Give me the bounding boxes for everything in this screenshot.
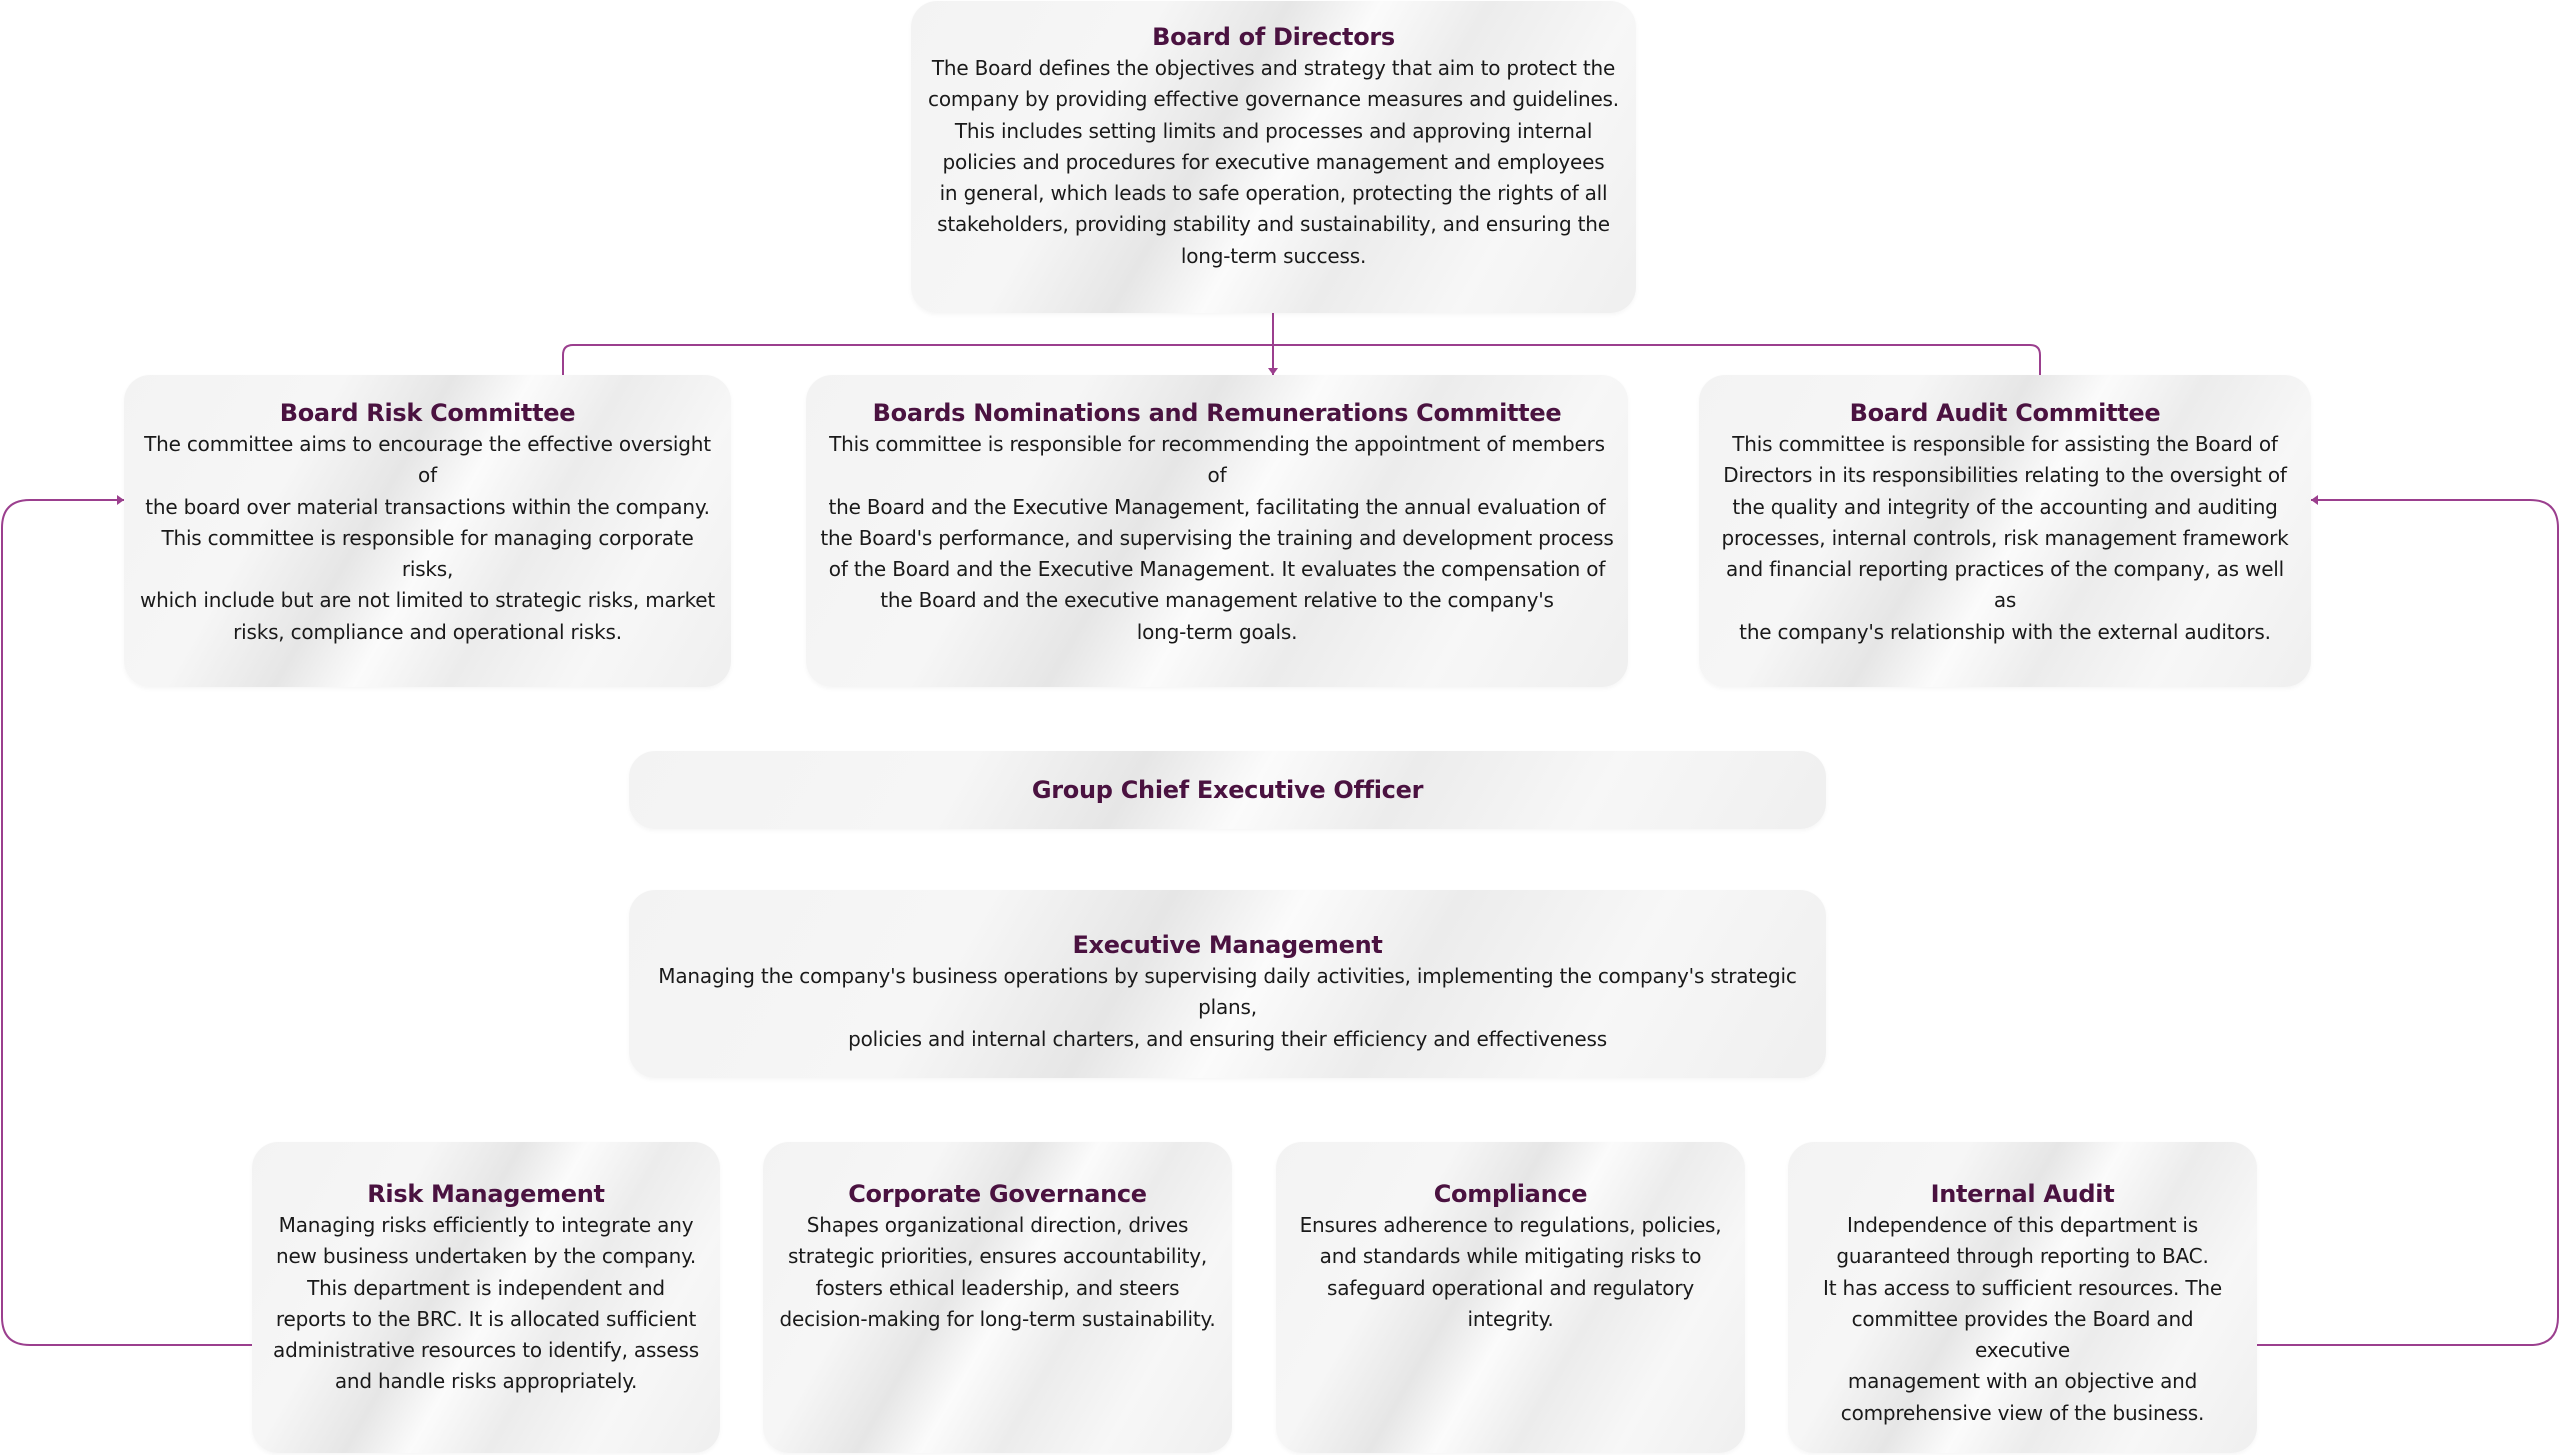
risk-management-title: Risk Management: [367, 1180, 605, 1208]
board-of-directors-title: Board of Directors: [1152, 23, 1395, 51]
compliance-title: Compliance: [1433, 1180, 1588, 1208]
arrow-tip-audit-committee: [2311, 495, 2318, 505]
board-risk-committee-description: The committee aims to encourage the effe…: [140, 432, 715, 644]
arrow-tip-risk-committee: [117, 495, 124, 505]
internal-audit-box: Internal Audit Independence of this depa…: [1788, 1142, 2257, 1453]
board-of-directors-description: The Board defines the objectives and str…: [928, 56, 1619, 268]
board-audit-committee-title: Board Audit Committee: [1849, 399, 2161, 427]
board-risk-committee-title: Board Risk Committee: [279, 399, 576, 427]
board-of-directors-box: Board of Directors The Board defines the…: [911, 1, 1636, 313]
board-audit-committee-description: This committee is responsible for assist…: [1721, 432, 2289, 644]
board-risk-committee-box: Board Risk Committee The committee aims …: [124, 375, 731, 687]
nominations-committee-box: Boards Nominations and Remunerations Com…: [806, 375, 1628, 687]
executive-management-box: Executive Management Managing the compan…: [629, 890, 1826, 1078]
compliance-box: Compliance Ensures adherence to regulati…: [1276, 1142, 1745, 1453]
group-ceo-title: Group Chief Executive Officer: [1031, 776, 1424, 804]
arrow-tip-nominations: [1268, 368, 1278, 375]
risk-management-description: Managing risks efficiently to integrate …: [273, 1213, 699, 1394]
executive-management-title: Executive Management: [1072, 931, 1383, 959]
executive-management-description: Managing the company's business operatio…: [658, 964, 1797, 1051]
nominations-committee-title: Boards Nominations and Remunerations Com…: [872, 399, 1562, 427]
group-ceo-box: Group Chief Executive Officer: [629, 751, 1826, 829]
board-audit-committee-box: Board Audit Committee This committee is …: [1699, 375, 2311, 687]
compliance-description: Ensures adherence to regulations, polici…: [1299, 1213, 1722, 1331]
internal-audit-title: Internal Audit: [1930, 1180, 2115, 1208]
risk-management-box: Risk Management Managing risks efficient…: [252, 1142, 720, 1453]
corporate-governance-box: Corporate Governance Shapes organization…: [763, 1142, 1232, 1453]
nominations-committee-description: This committee is responsible for recomm…: [820, 432, 1614, 644]
corporate-governance-description: Shapes organizational direction, drives …: [779, 1213, 1216, 1331]
corporate-governance-title: Corporate Governance: [848, 1180, 1147, 1208]
internal-audit-description: Independence of this department is guara…: [1823, 1213, 2222, 1425]
connector-board-bus: [562, 344, 2041, 375]
